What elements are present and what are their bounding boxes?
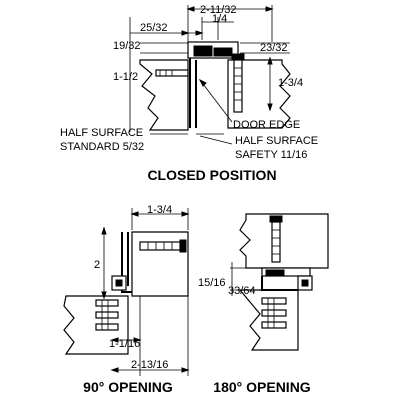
screw-right (231, 53, 245, 113)
label-half-surface-right-2: SAFETY 11/16 (235, 149, 307, 161)
dim-90-bottom-a: 1-1/16 (109, 338, 140, 350)
dim-left-side: 19/32 (113, 40, 141, 52)
opening-180-view: 15/16 33/64 180° OPENING (198, 213, 329, 395)
dim-quarter: 1/4 (212, 13, 227, 25)
dim-180-a: 15/16 (198, 277, 226, 289)
dim-right-top: 23/32 (260, 42, 288, 54)
label-half-surface-left-2: STANDARD 5/32 (60, 141, 144, 153)
dim-90-top: 1-3/4 (147, 204, 172, 216)
label-half-surface-left-1: HALF SURFACE (60, 127, 143, 139)
opening-180-title: 180° OPENING (213, 379, 311, 395)
screw-90-upper (139, 239, 187, 253)
dim-90-bottom-b: 2-13/16 (131, 359, 168, 371)
dim-overall: 2-11/32 (200, 4, 237, 16)
dim-left-top: 25/32 (140, 22, 168, 34)
opening-90-title: 90° OPENING (83, 379, 173, 395)
label-half-surface-right-1: HALF SURFACE (235, 135, 318, 147)
dim-90-side: 2 (94, 259, 100, 271)
screw-180-upper (269, 215, 283, 263)
screws-90-lower (95, 299, 119, 331)
dim-left-height: 1-1/2 (113, 71, 138, 83)
screw-left (155, 69, 189, 77)
screws-180-lower (261, 297, 287, 329)
label-door-edge: DOOR EDGE (233, 119, 300, 131)
closed-position-view: 2-11/32 1/4 25/32 19/32 23/32 (60, 4, 318, 183)
opening-90-view: 1-3/4 2 (63, 204, 190, 395)
dim-180-b: 33/64 (228, 285, 256, 297)
closed-position-title: CLOSED POSITION (147, 167, 276, 183)
dim-right-height: 1-3/4 (278, 77, 303, 89)
